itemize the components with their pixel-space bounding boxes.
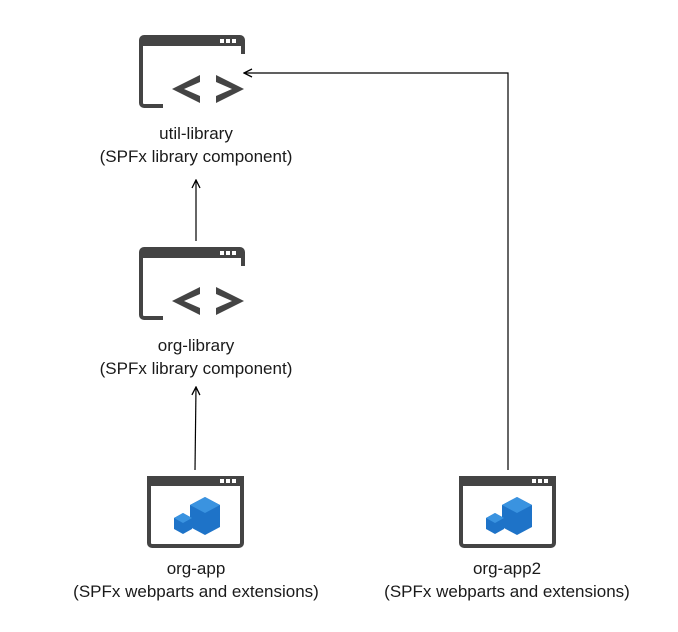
org-app-label: org-app (SPFx webparts and extensions) [36, 557, 356, 603]
arrow-org-app2-to-util-library [244, 73, 509, 470]
org-app2-type: (SPFx webparts and extensions) [384, 582, 630, 601]
org-app2-cube-window-icon [459, 476, 556, 548]
org-app-cube-window-icon [147, 476, 244, 548]
util-library-type: (SPFx library component) [99, 147, 293, 166]
org-library-name: org-library [157, 336, 235, 355]
org-app2-label: org-app2 (SPFx webparts and extensions) [347, 557, 667, 603]
org-library-label: org-library (SPFx library component) [36, 334, 356, 380]
org-library-type: (SPFx library component) [99, 359, 293, 378]
org-app-type: (SPFx webparts and extensions) [73, 582, 319, 601]
org-library-code-window-icon [139, 247, 245, 320]
org-app-name: org-app [166, 559, 226, 578]
util-library-label: util-library (SPFx library component) [36, 122, 356, 168]
org-app2-name: org-app2 [472, 559, 542, 578]
arrow-org-app-to-org-library [195, 387, 196, 471]
util-library-code-window-icon [139, 35, 245, 108]
util-library-name: util-library [159, 124, 233, 143]
